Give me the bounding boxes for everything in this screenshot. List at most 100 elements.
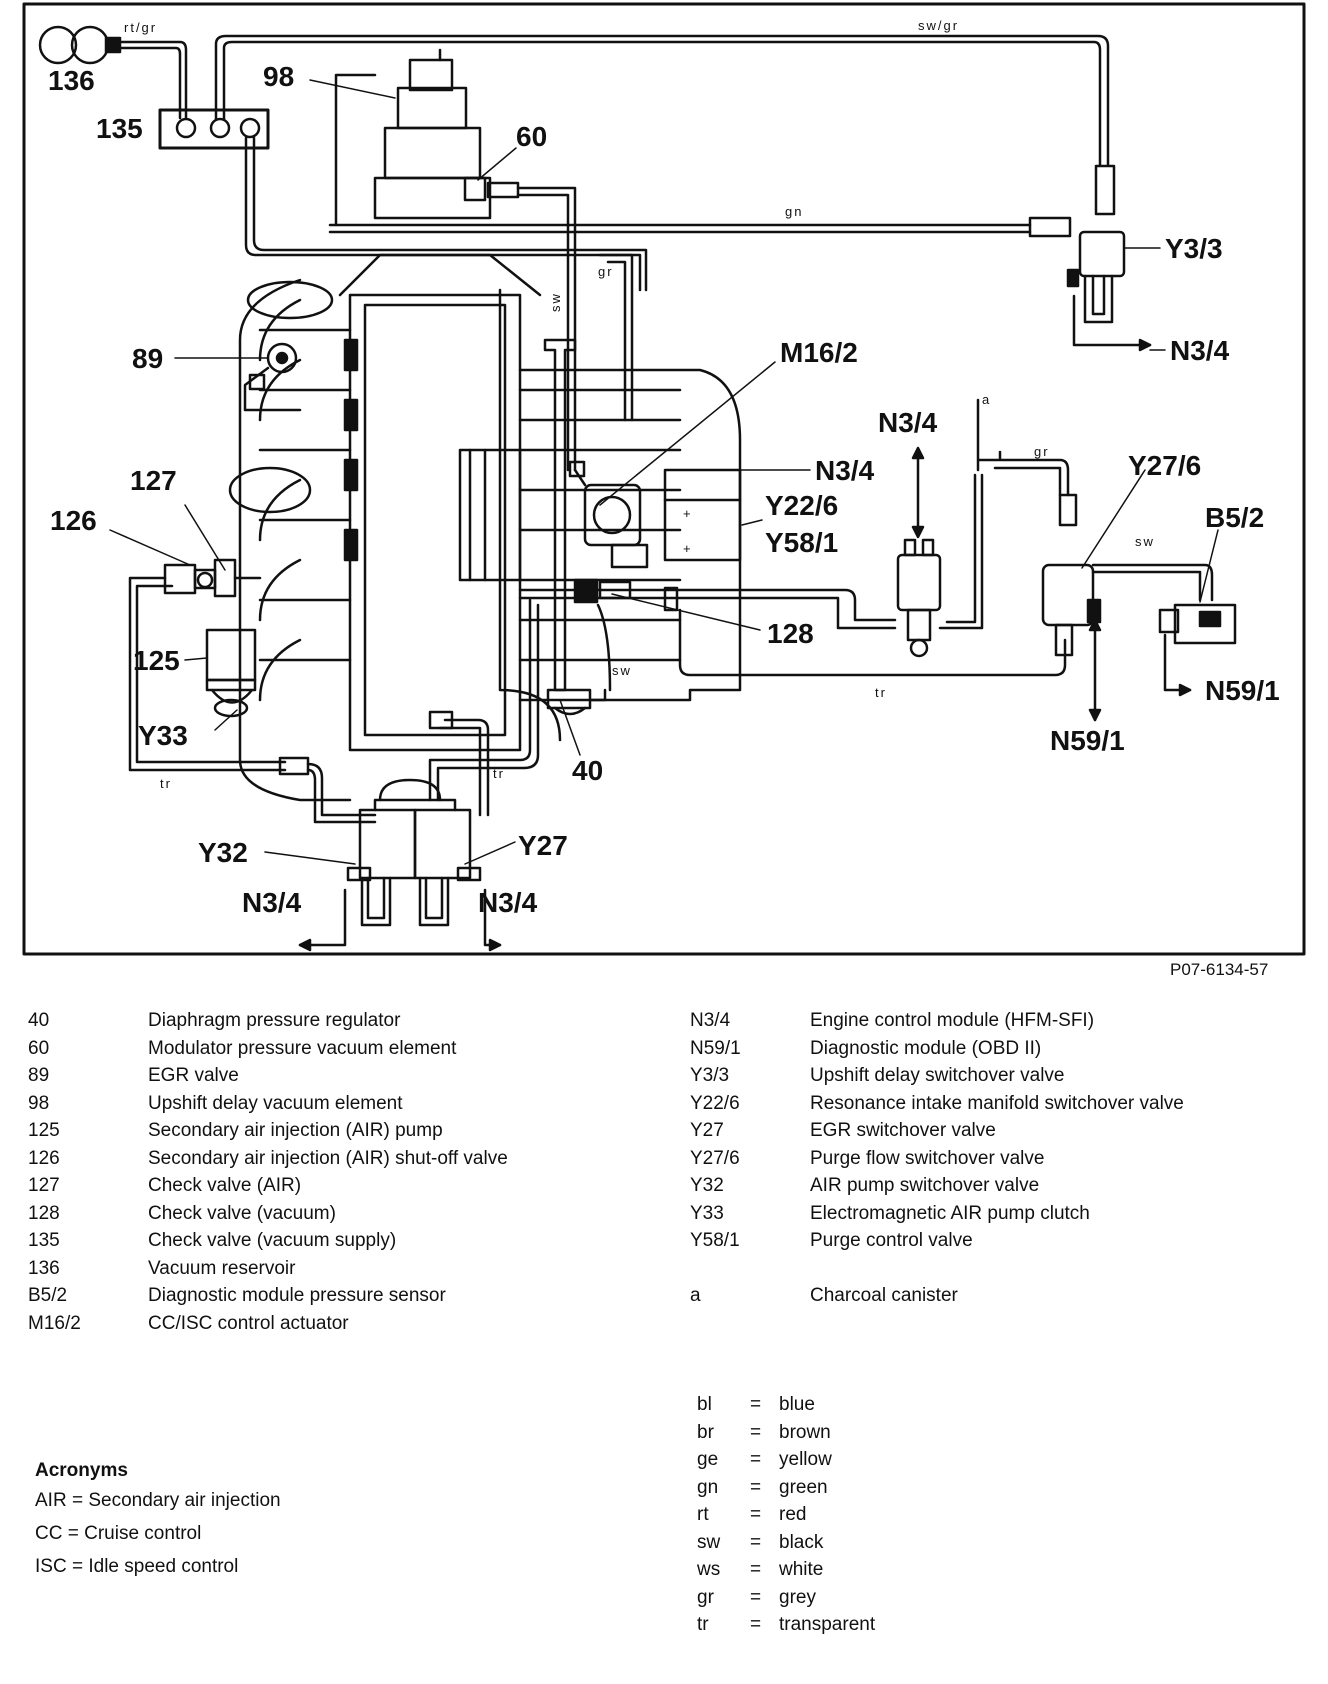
label-n3-4-d: N3/4 bbox=[242, 887, 302, 918]
legend-description: Secondary air injection (AIR) pump bbox=[148, 1120, 443, 1141]
color-abbr: gr bbox=[697, 1586, 714, 1608]
label-136: 136 bbox=[48, 65, 95, 96]
hose-connector bbox=[1094, 164, 1116, 216]
label-n3-4-b: N3/4 bbox=[878, 407, 938, 438]
legend-code: Y33 bbox=[690, 1202, 724, 1224]
wire-a: a bbox=[982, 392, 991, 407]
color-name: brown bbox=[779, 1421, 831, 1443]
check-valve-128 bbox=[573, 578, 679, 612]
air-shutoff-valve-126 bbox=[163, 563, 217, 595]
wire-tr-2: tr bbox=[160, 776, 172, 791]
wire-tr-1: tr bbox=[875, 685, 887, 700]
hose-engine-bottom bbox=[438, 718, 490, 817]
acronyms: Acronyms AIR = Secondary air injection C… bbox=[35, 1460, 281, 1589]
legend-code: Y27/6 bbox=[690, 1147, 740, 1169]
hose-gr-2 bbox=[976, 398, 1070, 497]
legend-description: CC/ISC control actuator bbox=[148, 1312, 349, 1334]
legend-code: 135 bbox=[28, 1230, 60, 1251]
engine-body bbox=[228, 253, 562, 802]
color-name: yellow bbox=[779, 1449, 832, 1470]
intake-manifold bbox=[458, 368, 742, 702]
svg-text:+: + bbox=[683, 541, 693, 556]
legend-code: 40 bbox=[28, 1010, 50, 1031]
legend-code: 128 bbox=[28, 1202, 60, 1224]
color-name: black bbox=[779, 1531, 824, 1553]
label-y3-3: Y3/3 bbox=[1165, 233, 1223, 264]
acronym-meaning: Secondary air injection bbox=[88, 1490, 281, 1511]
wire-sw-1: sw bbox=[548, 292, 563, 312]
actuator-m16-2 bbox=[568, 460, 649, 569]
legend-description: Check valve (vacuum) bbox=[148, 1202, 336, 1224]
color-sep: = bbox=[750, 1559, 762, 1580]
wire-sw-2: sw bbox=[1135, 534, 1155, 549]
label-y32: Y32 bbox=[198, 837, 248, 868]
legend-code: N3/4 bbox=[690, 1010, 731, 1031]
legend-description: Diagnostic module pressure sensor bbox=[148, 1285, 446, 1306]
check-valve-127 bbox=[213, 558, 262, 598]
color-sep: = bbox=[750, 1449, 762, 1470]
wire-sw-gr: sw/gr bbox=[918, 18, 959, 33]
valve-y27-6 bbox=[1041, 563, 1214, 722]
legend-description: Secondary air injection (AIR) shut-off v… bbox=[148, 1147, 508, 1169]
color-abbr: sw bbox=[697, 1531, 721, 1553]
color-abbr: br bbox=[697, 1421, 714, 1443]
label-n3-4-e: N3/4 bbox=[478, 887, 538, 918]
acronym-meaning: Idle speed control bbox=[88, 1556, 239, 1577]
vacuum-reservoir-136 bbox=[38, 25, 122, 65]
label-n3-4-a: N3/4 bbox=[1170, 335, 1230, 366]
wire-tr-3: tr bbox=[493, 766, 505, 781]
egr-valve-89 bbox=[243, 342, 302, 412]
legend-code: 60 bbox=[28, 1037, 50, 1059]
color-name: white bbox=[779, 1559, 824, 1580]
legend-code: Y22/6 bbox=[690, 1092, 740, 1114]
wire-gn: gn bbox=[785, 204, 803, 219]
acronyms-title: Acronyms bbox=[35, 1460, 128, 1481]
legend-code: 127 bbox=[28, 1175, 60, 1196]
svg-text:+: + bbox=[683, 506, 693, 521]
color-sep: = bbox=[750, 1504, 762, 1525]
sensor-b5-2 bbox=[1158, 603, 1237, 697]
label-40: 40 bbox=[572, 755, 603, 786]
acronym-sep: = bbox=[67, 1523, 79, 1544]
legend-description: Resonance intake manifold switchover val… bbox=[810, 1092, 1184, 1114]
color-name: grey bbox=[779, 1586, 816, 1608]
legend-description: Engine control module (HFM-SFI) bbox=[810, 1010, 1095, 1031]
legend-description: Charcoal canister bbox=[810, 1285, 958, 1306]
hose-gr-1 bbox=[598, 253, 634, 422]
wire-gr-1: gr bbox=[598, 264, 614, 279]
color-abbr: tr bbox=[697, 1614, 709, 1635]
legend-code: Y3/3 bbox=[690, 1065, 730, 1086]
hose-135-engine bbox=[244, 136, 648, 292]
hose-98 bbox=[334, 73, 377, 227]
valve-y3-3 bbox=[1066, 230, 1152, 352]
hose-tr-2 bbox=[678, 608, 1067, 677]
acronym-meaning: Cruise control bbox=[84, 1523, 202, 1544]
color-abbr: gn bbox=[697, 1476, 719, 1498]
valve-y22-6: + + bbox=[663, 468, 742, 562]
label-n59-1-b: N59/1 bbox=[1050, 725, 1125, 756]
legend-description: AIR pump switchover valve bbox=[810, 1175, 1040, 1196]
legend-description: Purge control valve bbox=[810, 1230, 973, 1251]
color-name: blue bbox=[779, 1394, 815, 1415]
wire-rt-gr: rt/gr bbox=[124, 20, 157, 35]
legend-code: B5/2 bbox=[28, 1285, 68, 1306]
legend-description: Check valve (vacuum supply) bbox=[148, 1230, 397, 1251]
air-pump-125 bbox=[205, 628, 257, 718]
label-y27: Y27 bbox=[518, 830, 568, 861]
hose-rt-gr bbox=[118, 40, 188, 120]
label-126: 126 bbox=[50, 505, 97, 536]
legend-description: Vacuum reservoir bbox=[148, 1257, 296, 1279]
label-b5-2: B5/2 bbox=[1205, 502, 1264, 533]
legend-description: Diagnostic module (OBD II) bbox=[810, 1037, 1042, 1059]
color-sep: = bbox=[750, 1421, 762, 1443]
legend-code: a bbox=[690, 1285, 701, 1306]
legend-code: Y32 bbox=[690, 1175, 724, 1196]
label-98: 98 bbox=[263, 61, 294, 92]
color-sep: = bbox=[750, 1586, 762, 1608]
diagram-frame bbox=[22, 2, 1306, 956]
legend-code: 89 bbox=[28, 1065, 50, 1086]
acronym-abbr: ISC bbox=[35, 1556, 67, 1577]
label-60: 60 bbox=[516, 121, 547, 152]
hose-tr-3 bbox=[428, 598, 540, 802]
vacuum-diagram: + + bbox=[22, 2, 1306, 956]
